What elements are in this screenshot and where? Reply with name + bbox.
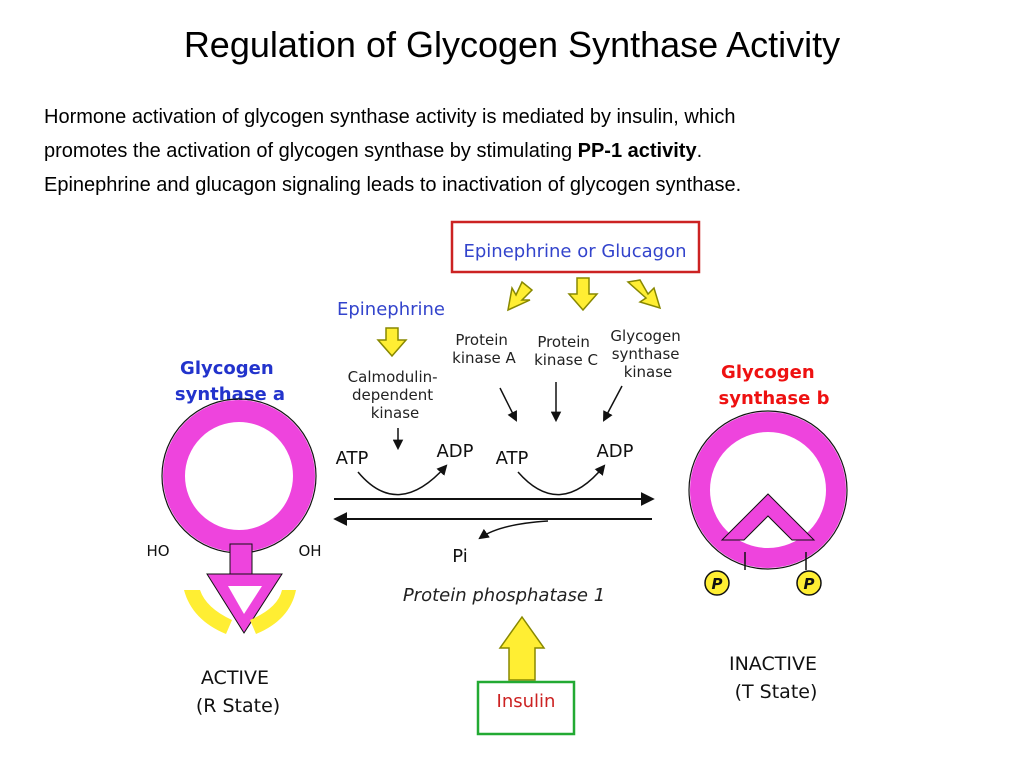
hormone-arrows (507, 277, 662, 312)
intro-paragraph: Hormone activation of glycogen synthase … (44, 100, 994, 202)
camk-label: Calmodulin- dependent kinase (348, 368, 443, 422)
atp-label-2: ATP (496, 448, 529, 469)
hormone-box (450, 220, 701, 274)
gs-b-inner-chevron (720, 493, 816, 541)
pka-arrow (499, 387, 517, 422)
gs-b-ring (690, 412, 846, 568)
pp1-label: Protein phosphatase 1 (403, 585, 605, 606)
atp-label-1: ATP (336, 448, 369, 469)
p-label-2: P (804, 575, 815, 593)
intro-line-1: Hormone activation of glycogen synthase … (44, 106, 736, 128)
gs-a-yellow-shading-right (250, 590, 296, 634)
inactive-label: INACTIVE (T State) (729, 653, 823, 703)
slide-title: Regulation of Glycogen Synthase Activity (183, 24, 841, 65)
phosphate-badge-1 (704, 570, 730, 596)
intro-line-2: promotes the activation of glycogen synt… (44, 140, 578, 162)
pka-label: Protein kinase A (452, 331, 516, 367)
insulin-label: Insulin (497, 691, 556, 712)
gs-a-stem (229, 543, 253, 575)
intro-period: . (696, 140, 703, 162)
yellow-arrow-pkc (567, 277, 599, 312)
oh-label: OH (298, 542, 321, 560)
yellow-arrow-pka (507, 280, 534, 312)
insulin-box (476, 680, 576, 736)
phosphate-badge-2 (796, 570, 822, 596)
yellow-arrow-gsk (626, 279, 662, 310)
gs-a-yellow-shading-left (184, 590, 232, 634)
pi-label: Pi (452, 546, 467, 567)
atp-adp-curve-1 (357, 464, 448, 496)
pkc-label: Protein kinase C (534, 333, 598, 369)
epinephrine-label: Epinephrine (337, 299, 445, 320)
gs-a-label: Glycogen synthase a (175, 358, 285, 405)
adp-label-2: ADP (596, 441, 633, 462)
active-label: ACTIVE (R State) (196, 667, 280, 717)
gs-a-enzyme (161, 398, 317, 634)
intro-bold-pp1: PP-1 activity (577, 140, 697, 162)
yellow-arrow-camk (376, 327, 408, 358)
p-label-1: P (712, 575, 723, 593)
intro-line-3: Epinephrine and glucagon signaling leads… (44, 174, 742, 196)
pi-curve (478, 520, 549, 540)
adp-label-1: ADP (436, 441, 473, 462)
gs-b-label: Glycogen synthase b (719, 362, 830, 409)
gs-b-enzyme (688, 410, 848, 596)
gsk-arrow (603, 385, 623, 422)
yellow-arrow-insulin (498, 615, 546, 681)
ho-label: HO (146, 542, 169, 560)
atp-adp-curve-2 (517, 464, 606, 496)
gsk-label: Glycogen synthase kinase (610, 327, 685, 381)
hormone-box-label: Epinephrine or Glucagon (464, 241, 687, 262)
gs-a-ring (163, 400, 315, 552)
